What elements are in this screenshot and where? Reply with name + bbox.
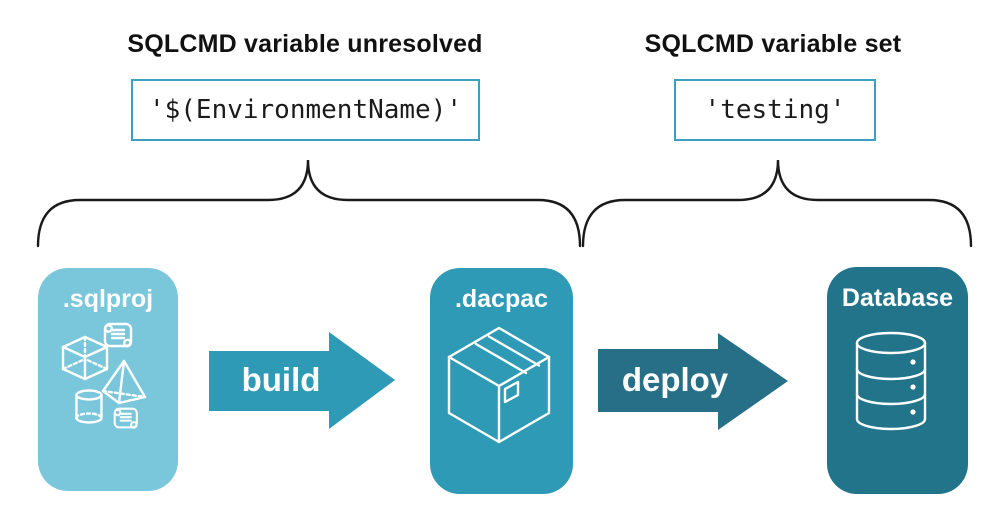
code-environment-variable: '$(EnvironmentName)': [148, 95, 463, 125]
scroll-icon: [113, 407, 138, 429]
scroll-icon: [103, 322, 133, 348]
brace-left-icon: [36, 159, 582, 248]
brace-right-icon: [581, 159, 973, 248]
stage-dacpac: .dacpac: [430, 268, 573, 494]
cylinder-icon: [75, 389, 103, 424]
stage-database-label: Database: [841, 284, 954, 312]
heading-sqlcmd-unresolved: SQLCMD variable unresolved: [127, 30, 483, 58]
stage-sqlproj: .sqlproj: [38, 268, 178, 491]
build-arrow-icon: [209, 332, 395, 429]
code-box-environment-variable: '$(EnvironmentName)': [131, 79, 480, 141]
database-icon: [855, 331, 927, 431]
deploy-arrow-label: deploy: [621, 361, 729, 398]
deploy-arrow-icon: [598, 333, 788, 430]
code-testing-value: 'testing': [704, 95, 846, 125]
package-icon: [447, 326, 551, 444]
cube-icon: [61, 335, 109, 381]
stage-database: Database: [827, 267, 968, 494]
stage-dacpac-label: .dacpac: [454, 285, 549, 313]
heading-sqlcmd-set: SQLCMD variable set: [644, 30, 902, 58]
code-box-testing-value: 'testing': [674, 79, 876, 141]
pyramid-icon: [101, 359, 147, 405]
sql-objects-icon: [61, 322, 147, 429]
stage-sqlproj-label: .sqlproj: [62, 285, 154, 313]
build-arrow-label: build: [241, 361, 321, 398]
